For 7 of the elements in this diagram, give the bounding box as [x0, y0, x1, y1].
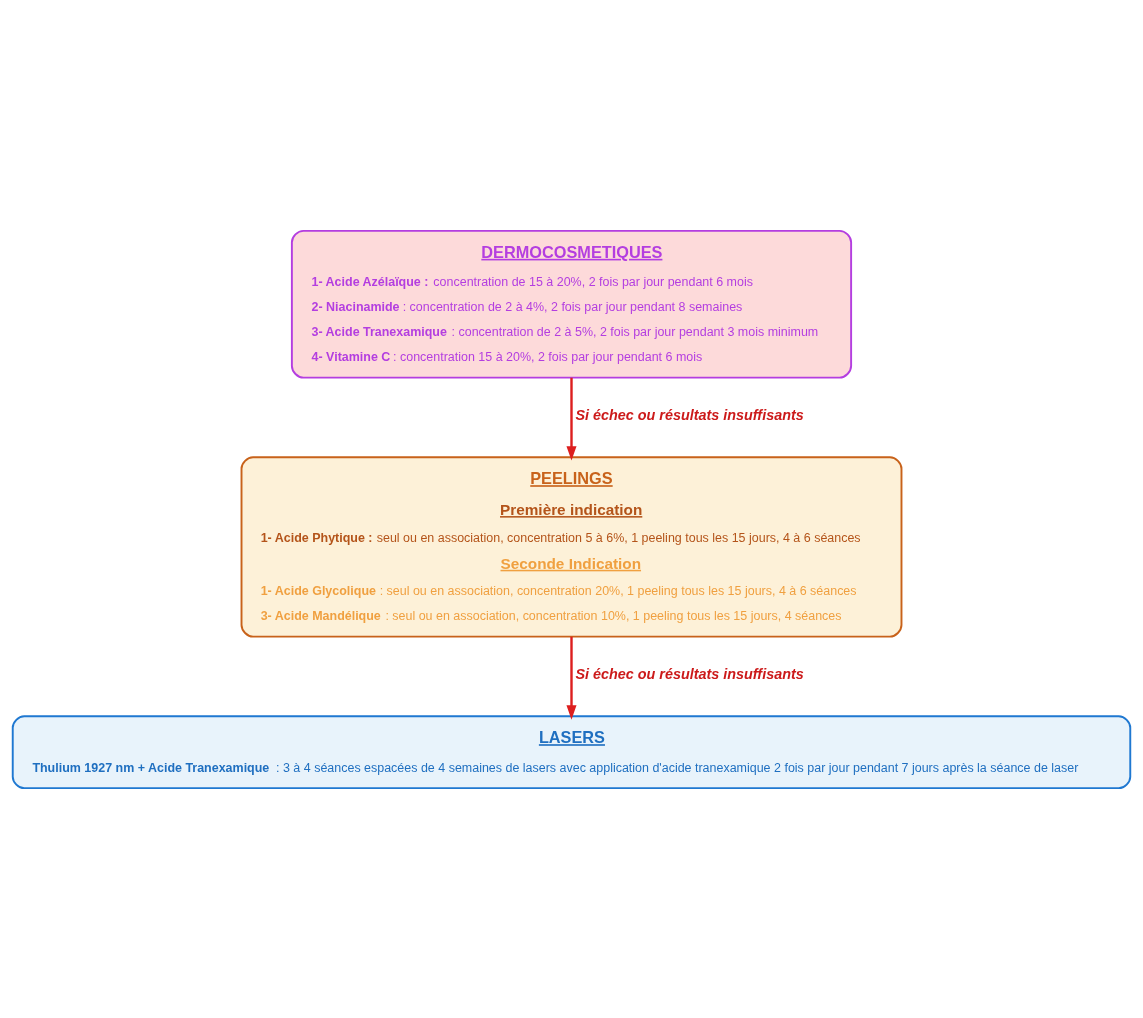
- edge-label: Si échec ou résultats insuffisants: [575, 665, 804, 682]
- edge-label: Si échec ou résultats insuffisants: [575, 406, 804, 423]
- arrow: [566, 636, 577, 720]
- node-box: DERMOCOSMETIQUES 1- Acide Azélaïque : concentration de 15 à 20%, 2 fois par jour pendant 6 mois 2- Niacinamide : concentration de 2 à 4%, 2 fois par jour pendant 8 semaines 3- Acide Tranexamique : concentration de 2 à 5%, 2 fois par jour pendant 3 mois minimum 4- Vitamine C : concentration 15 à 20%, 2 fois par jour pendant 6 mois: [290, 229, 853, 379]
- node-box: PEELINGS Première indication 1- Acide Phytique : seul ou en association, concentration 5 à 6%, 1 peeling tous les 15 jours, 4 à 6 séances Seconde Indication 1- Acide Glycolique : seul ou en association, concentration 20%, 1 peeling tous les 15 jours, 4 à 6 séances 3- Acide Mandélique : seul ou en association, concentration 10%, 1 peeling tous les 15 jours, 4 séances: [240, 455, 903, 638]
- arrow: [566, 377, 577, 461]
- node-box: LASERS Thulium 1927 nm + Acide Tranexamique : 3 à 4 séances espacées de 4 semaines de lasers avec application d'acide tranexamique 2 fois par jour pendant 7 jours après la séance de laser: [11, 714, 1132, 789]
